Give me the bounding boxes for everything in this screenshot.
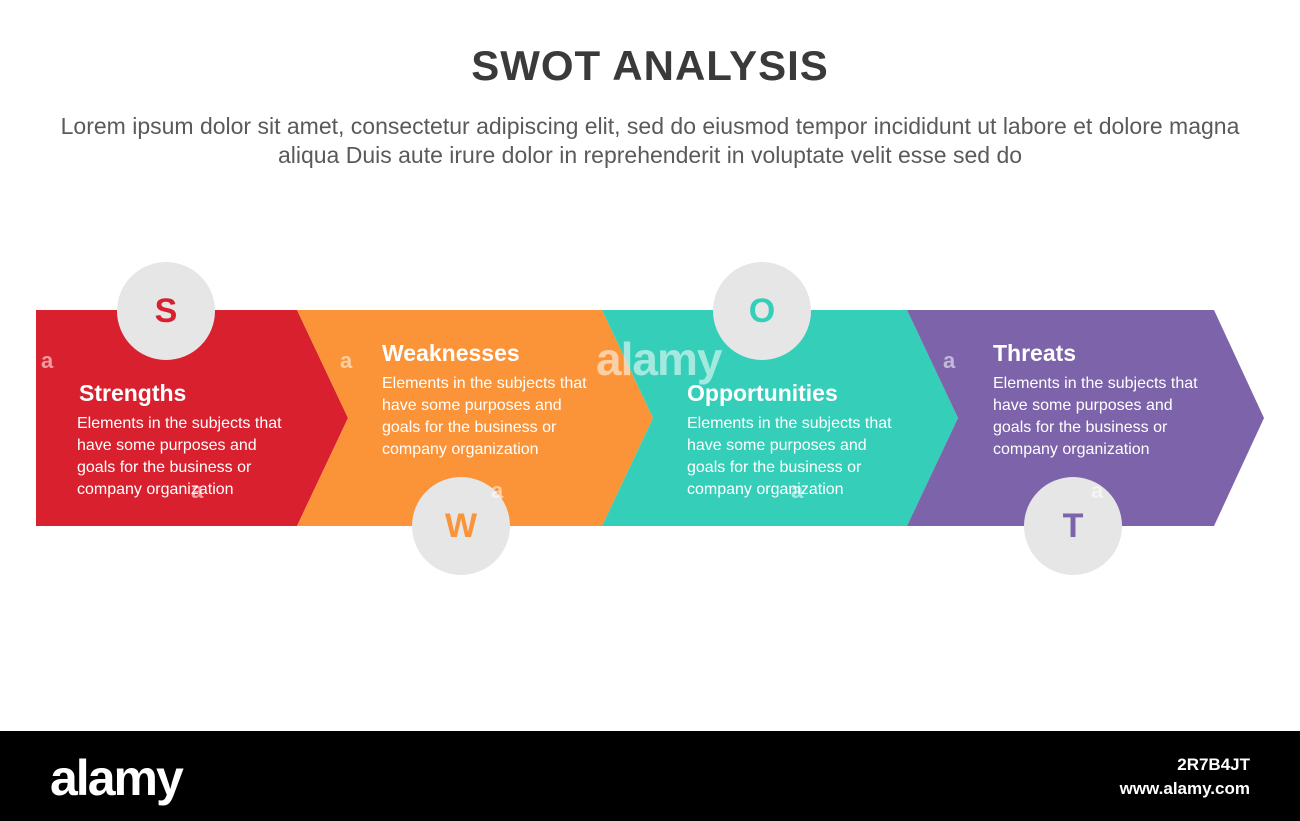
threats-description: Elements in the subjects that have some … xyxy=(993,375,1198,458)
footer-info: 2R7B4JT www.alamy.com xyxy=(1120,753,1250,801)
watermark-letter: a xyxy=(1091,478,1104,503)
strengths-title: Strengths xyxy=(79,380,187,406)
watermark-letter: a xyxy=(340,348,353,373)
threats-title: Threats xyxy=(993,340,1077,366)
opportunities-description: Elements in the subjects that have some … xyxy=(687,415,892,498)
threats-letter: T xyxy=(1062,506,1084,545)
weaknesses-arrow xyxy=(297,310,653,526)
opportunities-letter-circle: O xyxy=(713,262,811,360)
watermark-letter: a xyxy=(491,478,504,503)
strengths-letter: S xyxy=(154,291,178,330)
strengths-letter-circle: S xyxy=(117,262,215,360)
strengths-description: Elements in the subjects that have some … xyxy=(77,415,282,498)
opportunities-title: Opportunities xyxy=(687,380,838,406)
page-title: SWOT ANALYSIS xyxy=(471,42,829,89)
page-subtitle: Lorem ipsum dolor sit amet, consectetur … xyxy=(60,113,1240,168)
alamy-logo: alamy xyxy=(50,750,184,806)
watermark-letter: a xyxy=(791,478,804,503)
image-id: 2R7B4JT xyxy=(1177,755,1250,774)
weaknesses-letter-circle: W xyxy=(412,477,510,575)
watermark-letter: a xyxy=(41,348,54,373)
watermark-letter: a xyxy=(943,348,956,373)
watermark-letter: a xyxy=(191,478,204,503)
threats-letter-circle: T xyxy=(1024,477,1122,575)
footer-bar: alamy 2R7B4JT www.alamy.com xyxy=(0,731,1300,821)
opportunities-arrow xyxy=(602,310,958,526)
watermark-center: alamy xyxy=(596,333,722,385)
threats-arrow xyxy=(907,310,1264,526)
weaknesses-title: Weaknesses xyxy=(382,340,520,366)
weaknesses-letter: W xyxy=(444,506,478,545)
weaknesses-description: Elements in the subjects that have some … xyxy=(382,375,587,458)
footer-url: www.alamy.com xyxy=(1119,779,1250,798)
opportunities-letter: O xyxy=(748,291,776,330)
strengths-arrow xyxy=(36,310,348,526)
